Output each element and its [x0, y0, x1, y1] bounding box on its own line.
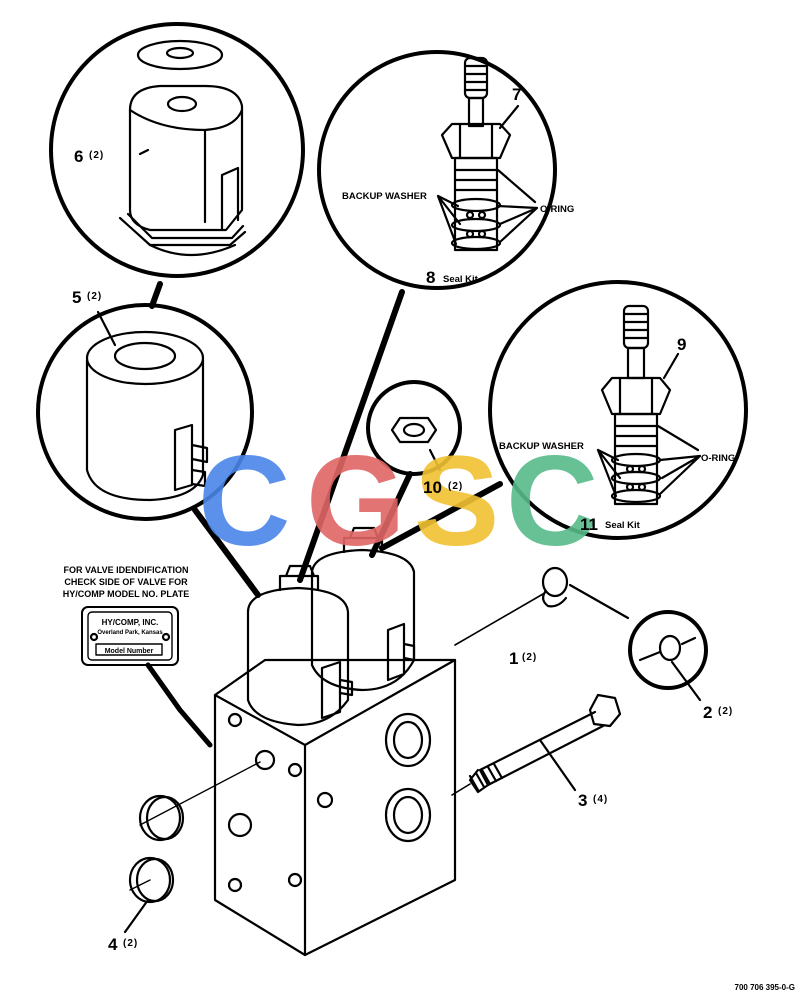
callout-3-number: 3	[578, 791, 587, 810]
callout-2-qty: (2)	[718, 706, 733, 717]
watermark-letter-1: C	[198, 430, 290, 573]
detail-circle-coil-6	[49, 22, 305, 278]
callout-3-qty: (4)	[593, 794, 608, 805]
callout-10-number: 10	[423, 478, 442, 497]
callout-6-number: 6	[74, 147, 83, 166]
callout-8-number: 8	[426, 268, 435, 287]
detail-circle-cartridge-9	[488, 280, 748, 540]
plug-1	[454, 566, 569, 646]
label-o-ring-1: O-RING	[540, 204, 574, 215]
watermark: C G S C	[198, 430, 598, 573]
callout-1-number: 1	[509, 649, 518, 668]
oring-leader	[568, 583, 630, 620]
detail-circle-oring-2	[628, 610, 708, 702]
plate-line-3: Model Number	[105, 648, 154, 655]
detail-circle-cartridge-7	[317, 50, 557, 290]
bolt-3	[451, 693, 622, 796]
valve-block	[213, 658, 457, 957]
connector-lines	[149, 281, 503, 598]
watermark-letter-2: G	[306, 430, 406, 573]
detail-circle-coil-5	[36, 303, 254, 521]
note-line-3: HY/COMP MODEL NO. PLATE	[63, 589, 190, 599]
callout-5-number: 5	[72, 288, 81, 307]
plate-text: HY/COMP, INC. Overland Park, Kansas Mode…	[97, 618, 163, 655]
callouts: 6 (2) 5 (2) 7 8 Seal Kit 9 11 Seal Kit 1…	[72, 85, 735, 954]
callout-6-qty: (2)	[89, 150, 104, 161]
label-backup-washer-1: BACKUP WASHER	[342, 191, 427, 202]
note-line-1: FOR VALVE IDENDIFICATION	[64, 565, 189, 575]
callout-10-qty: (2)	[448, 481, 463, 492]
model-plate	[81, 606, 213, 748]
callout-1-qty: (2)	[522, 652, 537, 663]
block-coil-left	[246, 564, 354, 727]
callout-8-label: Seal Kit	[443, 274, 479, 285]
callout-11-number: 11	[580, 515, 598, 534]
callout-11-label: Seal Kit	[605, 520, 641, 531]
watermark-letter-3: S	[414, 430, 499, 573]
note-line-2: CHECK SIDE OF VALVE FOR	[64, 577, 188, 587]
callout-4-qty: (2)	[123, 938, 138, 949]
callout-7-number: 7	[512, 85, 521, 104]
orings-4	[123, 761, 261, 934]
block-coil-right	[310, 526, 416, 692]
callout-2-number: 2	[703, 703, 712, 722]
callout-4-number: 4	[108, 935, 118, 954]
callout-5-qty: (2)	[87, 291, 102, 302]
plate-line-1: HY/COMP, INC.	[102, 618, 159, 627]
callout-9-number: 9	[677, 335, 686, 354]
valve-id-note: FOR VALVE IDENDIFICATION CHECK SIDE OF V…	[63, 565, 190, 599]
figure-id: 700 706 395-0-G	[735, 983, 796, 992]
watermark-letter-4: C	[506, 430, 598, 573]
detail-circle-nut-10	[366, 380, 462, 476]
label-o-ring-2: O-RING	[701, 453, 735, 464]
label-backup-washer-2: BACKUP WASHER	[499, 441, 584, 452]
plate-line-2: Overland Park, Kansas	[97, 630, 163, 636]
